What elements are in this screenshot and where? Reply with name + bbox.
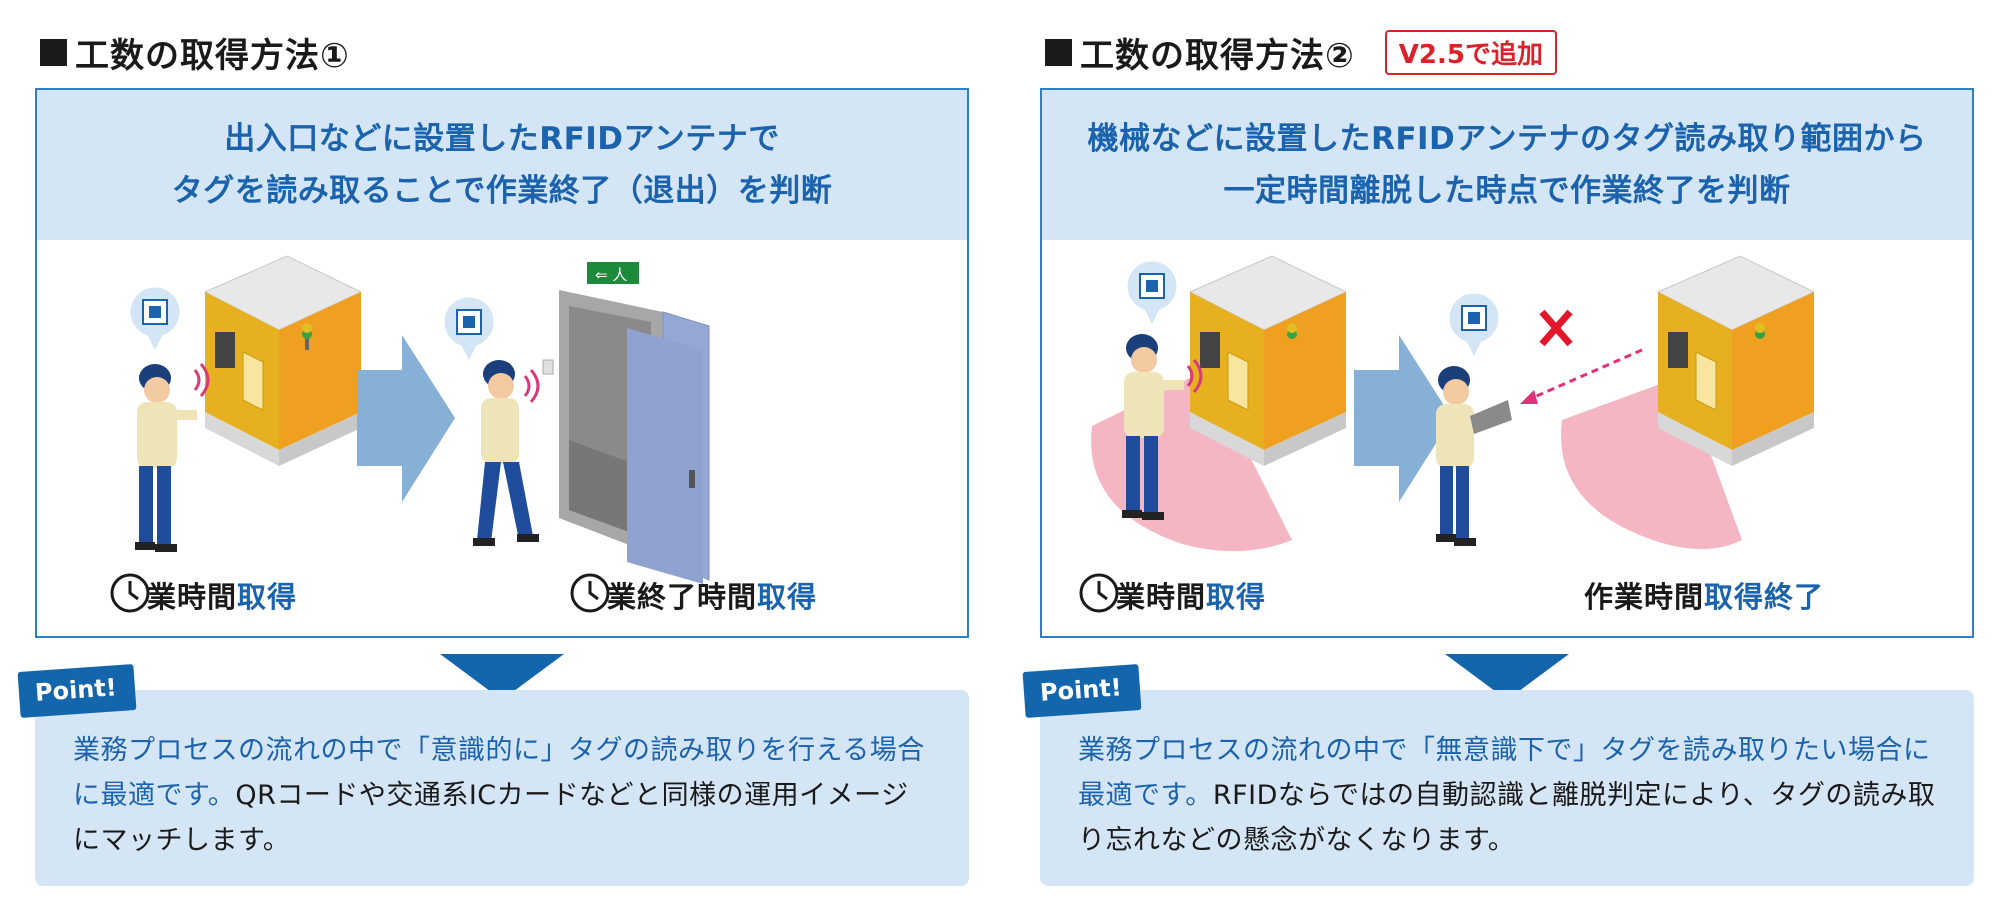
square-bullet-icon (1045, 38, 1072, 66)
method-1-title: 工数の取得方法① (75, 35, 350, 76)
cross-icon (1539, 309, 1573, 347)
tag-bubble-icon (127, 284, 183, 350)
method-1-illustration: ⇐ 人 (37, 240, 967, 636)
method-1-heading: 工数の取得方法① (40, 22, 350, 82)
square-bullet-icon (40, 38, 67, 66)
svg-text:⇐ 人: ⇐ 人 (595, 266, 627, 284)
caption-end-time-acquired: 作業終了時間取得 (569, 572, 817, 618)
method-1-point-note: 業務プロセスの流れの中で「意識的に」タグの読み取りを行える場合に最適です。QRコ… (35, 690, 969, 886)
method-2-description: 機械などに設置したRFIDアンテナのタグ読み取り範囲から 一定時間離脱した時点で… (1042, 90, 1972, 240)
method-2-note-blue: 業務プロセスの流れの中で「無意識下で」タグを読み取りたい場合に最適です。 (1078, 735, 1931, 811)
method-2-panel: 機械などに設置したRFIDアンテナのタグ読み取り範囲から 一定時間離脱した時点で… (1040, 88, 1974, 638)
worker-figure (135, 364, 197, 552)
caption-2-text: 作業時間 (1584, 580, 1705, 614)
arrow-right-icon (1354, 335, 1452, 502)
worker-figure (1122, 334, 1184, 520)
caption-2-highlight: 取得 (757, 580, 818, 614)
clock-icon (1079, 573, 1119, 613)
caption-1-highlight: 取得 (1206, 580, 1267, 614)
method-2-heading: 工数の取得方法② V2.5で追加 (1045, 22, 1557, 82)
method-2-description-line1: 機械などに設置したRFIDアンテナのタグ読み取り範囲から (1087, 121, 1927, 157)
arrow-right-icon (357, 335, 455, 502)
tag-bubble-icon (1124, 258, 1180, 324)
tag-bubble-icon (1446, 290, 1502, 356)
point-badge: Point! (1022, 664, 1142, 718)
version-badge: V2.5で追加 (1384, 29, 1557, 75)
method-2-title: 工数の取得方法② (1080, 35, 1355, 76)
caption-work-time-acquired: 作業時間取得 (1078, 572, 1266, 618)
method-2-note-dark: RFIDならではの自動認識と離脱判定により、タグの読み取り忘れなどの懸念がなくな… (1078, 780, 1936, 856)
method-1-note-blue: 業務プロセスの流れの中で「意識的に」タグの読み取りを行える場合に最適です。 (73, 735, 925, 811)
method-2-description-line2: 一定時間離脱した時点で作業終了を判断 (1223, 173, 1791, 209)
method-2-illustration: 作業時間取得 作業時間取得終了 (1042, 240, 1972, 636)
leave-range-arrow (1531, 348, 1643, 400)
caption-1-highlight: 取得 (237, 580, 298, 614)
machine-illustration (203, 255, 363, 466)
exit-door-illustration: ⇐ 人 (542, 262, 710, 584)
tag-bubble-icon (441, 294, 497, 360)
clock-icon (110, 573, 150, 613)
method-1-note-dark: QRコードや交通系ICカードなどと同様の運用イメージにマッチします。 (73, 780, 909, 856)
method-1-section: 工数の取得方法① 出入口などに設置したRFIDアンテナで タグを読み取ることで作… (17, 0, 969, 915)
machine-illustration (1188, 255, 1348, 466)
clock-icon (570, 573, 610, 613)
walking-worker-figure (473, 360, 539, 546)
method-1-description-line2: タグを読み取ることで作業終了（退出）を判断 (171, 173, 833, 209)
worker-with-laptop-figure (1436, 366, 1512, 546)
machine-illustration (1656, 255, 1816, 466)
caption-work-time-acquired: 作業時間取得 (109, 572, 297, 618)
method-1-description: 出入口などに設置したRFIDアンテナで タグを読み取ることで作業終了（退出）を判… (37, 90, 967, 240)
method-1-panel: 出入口などに設置したRFIDアンテナで タグを読み取ることで作業終了（退出）を判… (35, 88, 969, 638)
method-2-point-note: 業務プロセスの流れの中で「無意識下で」タグを読み取りたい場合に最適です。RFID… (1040, 690, 1974, 886)
method-1-description-line1: 出入口などに設置したRFIDアンテナで (224, 121, 780, 157)
caption-work-time-ended: 作業時間取得終了 (1576, 572, 1824, 618)
point-badge: Point! (17, 664, 137, 718)
method-2-section: 工数の取得方法② V2.5で追加 機械などに設置したRFIDアンテナのタグ読み取… (1022, 0, 1974, 915)
caption-2-highlight: 取得終了 (1704, 580, 1825, 614)
